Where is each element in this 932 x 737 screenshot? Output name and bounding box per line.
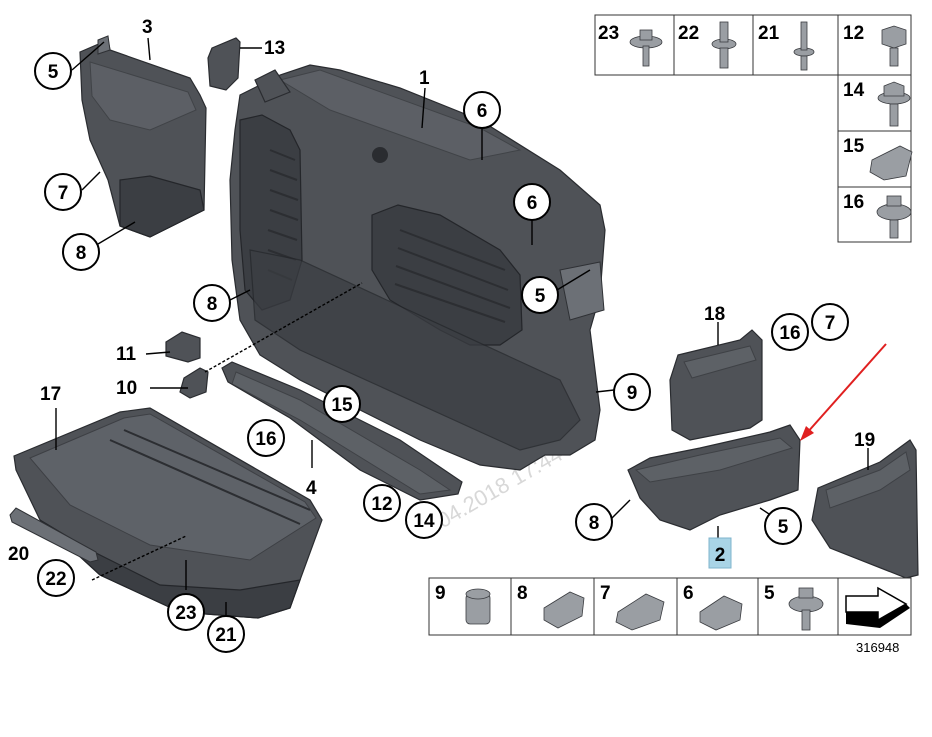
fastener-right-num-1: 15	[843, 136, 865, 157]
svg-text:6: 6	[477, 101, 488, 122]
fastener-bottom-num-2: 7	[600, 583, 611, 604]
svg-text:14: 14	[413, 511, 435, 532]
fastener-table-right: 14 15 16	[837, 74, 913, 243]
svg-text:21: 21	[215, 625, 237, 646]
callout-7a: 7	[44, 173, 82, 211]
fastener-bottom-num-3: 6	[683, 583, 694, 604]
label-part-1: 1	[419, 68, 430, 89]
svg-text:5: 5	[778, 517, 789, 538]
flange-screw-icon	[629, 29, 663, 67]
sheet-clip-nut-icon	[615, 593, 665, 631]
fastener-top-num-2: 21	[758, 23, 780, 44]
lower-panel-part-17	[13, 407, 323, 619]
collar-screw-icon	[876, 195, 912, 239]
label-part-18: 18	[704, 304, 725, 325]
svg-text:6: 6	[527, 193, 538, 214]
svg-text:8: 8	[589, 513, 600, 534]
svg-text:23: 23	[175, 603, 196, 624]
callout-5b: 5	[521, 276, 559, 314]
strip-part-20	[9, 507, 99, 563]
label-part-11: 11	[116, 344, 137, 365]
hex-screw-icon	[881, 25, 907, 67]
highlight-box-part-2	[708, 537, 732, 569]
callout-21: 21	[207, 615, 245, 653]
cage-nut-icon	[699, 595, 743, 631]
bracket-part-11	[165, 331, 201, 363]
leader-lines	[55, 37, 869, 615]
callout-8a: 8	[62, 233, 100, 271]
fastener-table-bottom: 9 8 7 6 5	[428, 577, 912, 636]
main-frame-part-1	[229, 64, 606, 471]
fastener-bottom-num-1: 8	[517, 583, 528, 604]
svg-text:16: 16	[779, 323, 800, 344]
fastener-right-num-2: 16	[843, 192, 864, 213]
callout-23: 23	[167, 593, 205, 631]
callout-9: 9	[613, 373, 651, 411]
callout-8b: 8	[193, 284, 231, 322]
callout-16b: 16	[771, 313, 809, 351]
callout-8c: 8	[575, 503, 613, 541]
svg-text:5: 5	[48, 62, 59, 83]
callout-12: 12	[363, 484, 401, 522]
svg-text:9: 9	[627, 383, 638, 404]
fastener-table-top: 23 22 21 12	[594, 14, 912, 76]
callout-6a: 6	[463, 91, 501, 129]
bracket-part-10	[179, 367, 209, 399]
svg-text:16: 16	[255, 429, 276, 450]
push-rivet-icon	[793, 21, 815, 71]
label-part-17: 17	[40, 384, 61, 405]
svg-text:7: 7	[58, 183, 69, 204]
clip-nut-icon	[543, 591, 585, 629]
label-part-10: 10	[116, 378, 137, 399]
pointer-arrow	[800, 343, 887, 441]
cover-part-13	[207, 37, 241, 91]
callout-5c: 5	[764, 507, 802, 545]
collar-screw-icon-bottom	[788, 587, 824, 631]
spring-clip-icon	[869, 145, 913, 181]
label-part-3: 3	[142, 17, 153, 38]
fastener-top-num-3: 12	[843, 23, 864, 44]
callout-22: 22	[37, 559, 75, 597]
fastener-bottom-num-0: 9	[435, 583, 446, 604]
svg-text:5: 5	[535, 286, 546, 307]
fastener-top-num-0: 23	[598, 23, 619, 44]
label-part-13: 13	[264, 38, 285, 59]
callout-15: 15	[323, 385, 361, 423]
duct-part-3	[79, 35, 207, 238]
svg-text:8: 8	[207, 294, 218, 315]
fastener-top-num-1: 22	[678, 23, 699, 44]
svg-text:22: 22	[45, 569, 66, 590]
flange-bolt-icon	[877, 81, 911, 127]
grommet-nut-icon	[465, 588, 491, 625]
expansion-rivet-icon	[711, 21, 737, 69]
svg-text:12: 12	[371, 494, 392, 515]
fastener-right-num-0: 14	[843, 80, 865, 101]
label-part-4: 4	[306, 478, 317, 499]
callout-7b: 7	[811, 303, 849, 341]
callout-16a: 16	[247, 419, 285, 457]
callout-14: 14	[405, 501, 443, 539]
callout-5a: 5	[34, 52, 72, 90]
orientation-arrow-icon	[845, 586, 910, 628]
diagram-reference-number: 316948	[856, 640, 899, 655]
svg-text:8: 8	[76, 243, 87, 264]
label-part-20: 20	[8, 544, 29, 565]
svg-text:7: 7	[825, 313, 836, 334]
label-part-19: 19	[854, 430, 875, 451]
callout-6b: 6	[513, 183, 551, 221]
fastener-bottom-num-4: 5	[764, 583, 775, 604]
svg-text:15: 15	[331, 395, 353, 416]
label-part-2: 2	[715, 545, 726, 566]
